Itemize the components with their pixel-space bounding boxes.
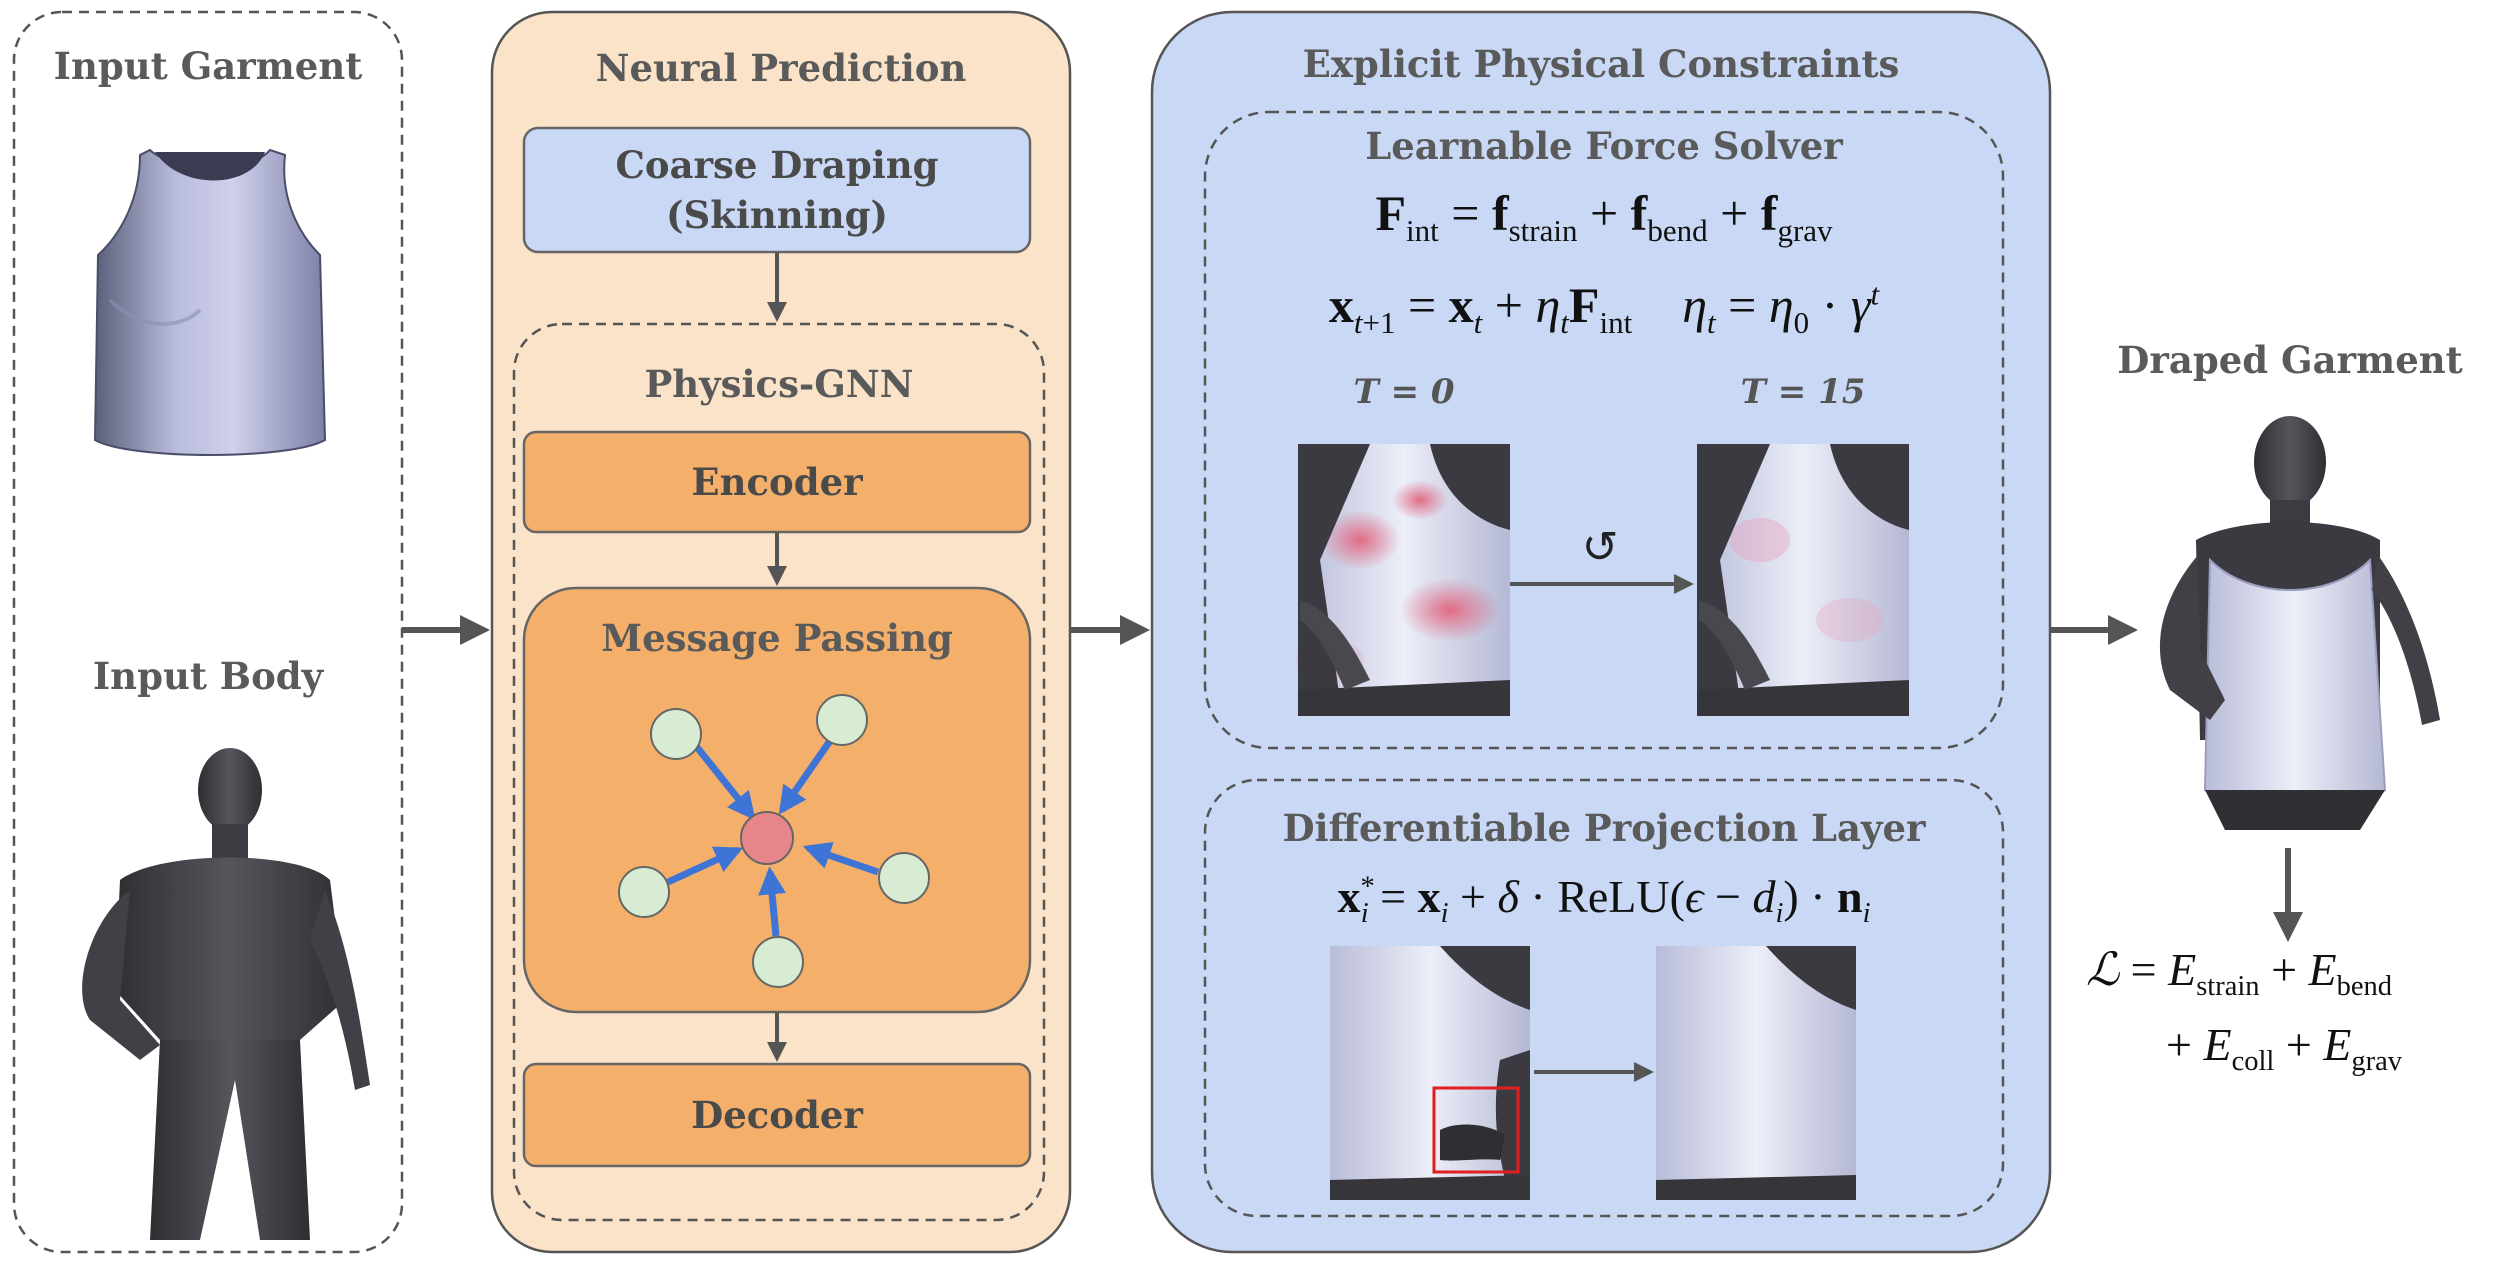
force-solver-title: Learnable Force Solver [1365,124,1843,168]
message-passing-label: Message Passing [601,616,953,660]
input-body-image [82,748,370,1240]
graph-node-center [740,811,794,865]
input-garment-title: Input Garment [53,44,363,88]
message-passing-graph [618,694,930,988]
draped-garment-title: Draped Garment [2117,338,2463,382]
projection-after-image [1656,946,1856,1200]
neural-title: Neural Prediction [595,46,967,90]
force-t0-image [1294,444,1510,716]
t15-label: T = 15 [1740,372,1866,412]
input-garment-image [93,148,327,456]
graph-edge [778,736,835,815]
graph-node-neighbor [878,852,930,904]
physics-title: Explicit Physical Constraints [1302,42,1900,86]
graph-edge [802,842,880,876]
graph-node-neighbor [816,694,868,746]
draped-garment-image [2159,416,2440,830]
decoder-label: Decoder [691,1093,863,1137]
coarse-draping-line2: (Skinning) [665,193,889,237]
projection-panel [1203,778,2005,1218]
input-body-title: Input Body [92,654,324,698]
encoder-label: Encoder [691,460,863,504]
force-t15-image [1697,444,1909,716]
projection-before-image [1330,946,1530,1200]
physics-gnn-title: Physics-GNN [644,362,914,406]
t0-label: T = 0 [1353,372,1455,412]
graph-edge [693,743,756,821]
loss-equation-line2: + Ecoll + Egrav [2166,1019,2403,1078]
graph-edge [666,846,744,886]
coarse-draping-line1: Coarse Draping [615,143,939,187]
projection-equation: x*i = xi + δ · ReLU(ϵ − di) · ni [1337,871,1871,930]
coarse-draping-label: Coarse Draping (Skinning) [524,140,1030,240]
projection-title: Differentiable Projection Layer [1282,806,1926,850]
collision-highlight-box [1432,1086,1520,1174]
loss-equation-line1: ℒ = Estrain + Ebend [2086,942,2393,1003]
graph-node-neighbor [618,866,670,918]
loop-icon: ↺ [1581,522,1619,573]
graph-node-neighbor [752,936,804,988]
physics-gnn-panel [512,322,1046,1222]
force-solver-panel [1203,110,2005,750]
graph-node-neighbor [650,708,702,760]
decoder-box [522,1062,1032,1168]
force-equation: Fint = fstrain + fbend + fgrav [1375,185,1833,248]
update-equation: xt+1 = xt + ηtFint ηt = η0 · γt [1328,276,1880,340]
graph-edge [758,866,787,937]
